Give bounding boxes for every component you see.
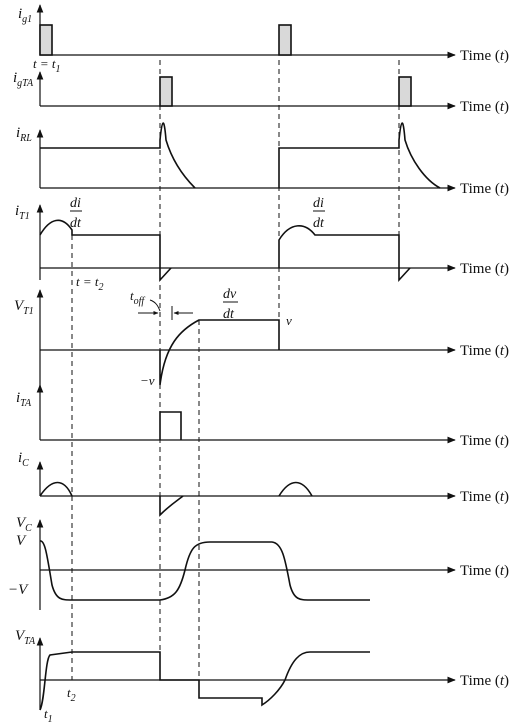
iTA-pulse xyxy=(159,411,182,440)
annotation-neg-V: −V xyxy=(8,582,29,598)
annotation-dt-3: dt xyxy=(223,307,235,322)
annotation-t1-bottom: t1 xyxy=(44,706,53,725)
VTA-waveform xyxy=(39,651,370,711)
time-axis-label: Time (t) xyxy=(460,261,509,277)
annotation-dt-2: dt xyxy=(313,216,325,231)
annotation-t-eq-t2: t = t2 xyxy=(76,274,104,293)
VC-waveform xyxy=(39,540,370,601)
signal-label-iT1: iT1 xyxy=(15,203,30,222)
ig1-pulse-2 xyxy=(278,24,292,56)
annotation-t-eq-t1: t = t1 xyxy=(33,56,61,75)
signal-label-iC: iC xyxy=(18,450,29,469)
annotation-dt-1: dt xyxy=(70,216,82,231)
time-axis-label: Time (t) xyxy=(460,673,509,689)
time-axis-label: Time (t) xyxy=(460,48,509,64)
annotation-di-1: di xyxy=(70,196,81,211)
toff-leader xyxy=(149,299,161,312)
time-axis-label: Time (t) xyxy=(460,99,509,115)
iRL-waveform xyxy=(40,122,441,189)
igTA-pulse-2 xyxy=(398,76,412,107)
iC-waveform xyxy=(39,481,313,517)
igTA-pulse-1 xyxy=(159,76,173,107)
ig1-pulse-1 xyxy=(39,24,53,56)
signal-label-igTA: igTA xyxy=(13,70,34,89)
annotation-v: v xyxy=(286,313,292,328)
annotation-dv: dv xyxy=(223,287,237,302)
iT1-waveform xyxy=(39,219,411,283)
annotation-V: V xyxy=(16,533,27,549)
signal-label-VT1: VT1 xyxy=(14,298,34,317)
time-axis-label: Time (t) xyxy=(460,433,509,449)
signal-label-iRL: iRL xyxy=(16,125,32,144)
time-axis-label: Time (t) xyxy=(460,489,509,505)
time-axis-label: Time (t) xyxy=(460,563,509,579)
time-axis-label: Time (t) xyxy=(460,181,509,197)
signal-label-VTA: VTA xyxy=(15,628,36,647)
signal-label-VC: VC xyxy=(16,515,32,534)
annotation-t2-bottom: t2 xyxy=(67,685,76,704)
annotation-di-2: di xyxy=(313,196,324,211)
time-axis-label: Time (t) xyxy=(460,343,509,359)
annotation-neg-v: −v xyxy=(140,373,155,388)
VT1-waveform xyxy=(159,319,280,386)
time-reference-lines xyxy=(71,60,400,680)
signal-label-ig1: ig1 xyxy=(18,6,32,25)
annotation-t-off: toff xyxy=(130,288,145,307)
signal-label-iTA: iTA xyxy=(16,390,32,409)
